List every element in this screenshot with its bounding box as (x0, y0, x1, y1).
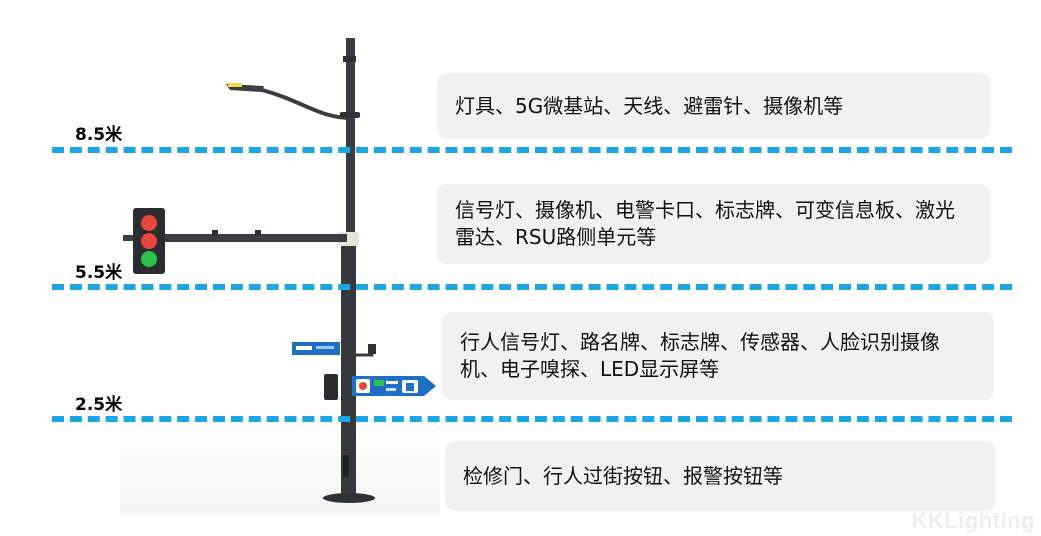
maintenance-door (343, 455, 349, 477)
lamp-light (228, 83, 242, 87)
signal-green (141, 251, 157, 267)
callout-base-text: 检修门、行人过街按钮、报警按钮等 (463, 463, 783, 488)
callout-upper-mid-equipment: 信号灯、摄像机、电警卡口、标志牌、可变信息板、激光雷达、RSU路侧单元等 (437, 184, 990, 264)
callout-base-equipment: 检修门、行人过街按钮、报警按钮等 (445, 441, 996, 511)
pole-base (323, 493, 375, 503)
direction-sign (352, 376, 436, 396)
signal-red-middle (141, 233, 157, 249)
height-line-2-5m (52, 416, 1012, 422)
callout-top-equipment: 灯具、5G微基站、天线、避雷针、摄像机等 (437, 73, 990, 139)
signal-arm (162, 234, 347, 242)
pole-lower (341, 240, 356, 498)
pedestrian-signal (324, 374, 338, 400)
traffic-signal (133, 208, 165, 274)
street-name-sign (292, 342, 340, 355)
lamp-arm (261, 88, 351, 120)
callout-lower-mid-text: 行人信号灯、路名牌、标志牌、传感器、人脸识别摄像机、电子嗅探、LED显示屏等 (460, 330, 940, 381)
height-line-5-5m (52, 284, 1012, 290)
signal-red-top (141, 215, 157, 231)
callout-upper-mid-text: 信号灯、摄像机、电警卡口、标志牌、可变信息板、激光雷达、RSU路侧单元等 (455, 198, 955, 249)
callout-top-text: 灯具、5G微基站、天线、避雷针、摄像机等 (455, 93, 844, 118)
sensor (368, 344, 376, 354)
callout-lower-mid-equipment: 行人信号灯、路名牌、标志牌、传感器、人脸识别摄像机、电子嗅探、LED显示屏等 (442, 312, 994, 400)
height-line-8-5m (52, 147, 1012, 153)
height-label-5-5m: 5.5米 (72, 263, 126, 283)
watermark: KKLighting (911, 508, 1035, 533)
height-label-2-5m: 2.5米 (72, 395, 126, 415)
ground-shadow (120, 420, 440, 515)
height-label-8-5m: 8.5米 (72, 125, 126, 145)
